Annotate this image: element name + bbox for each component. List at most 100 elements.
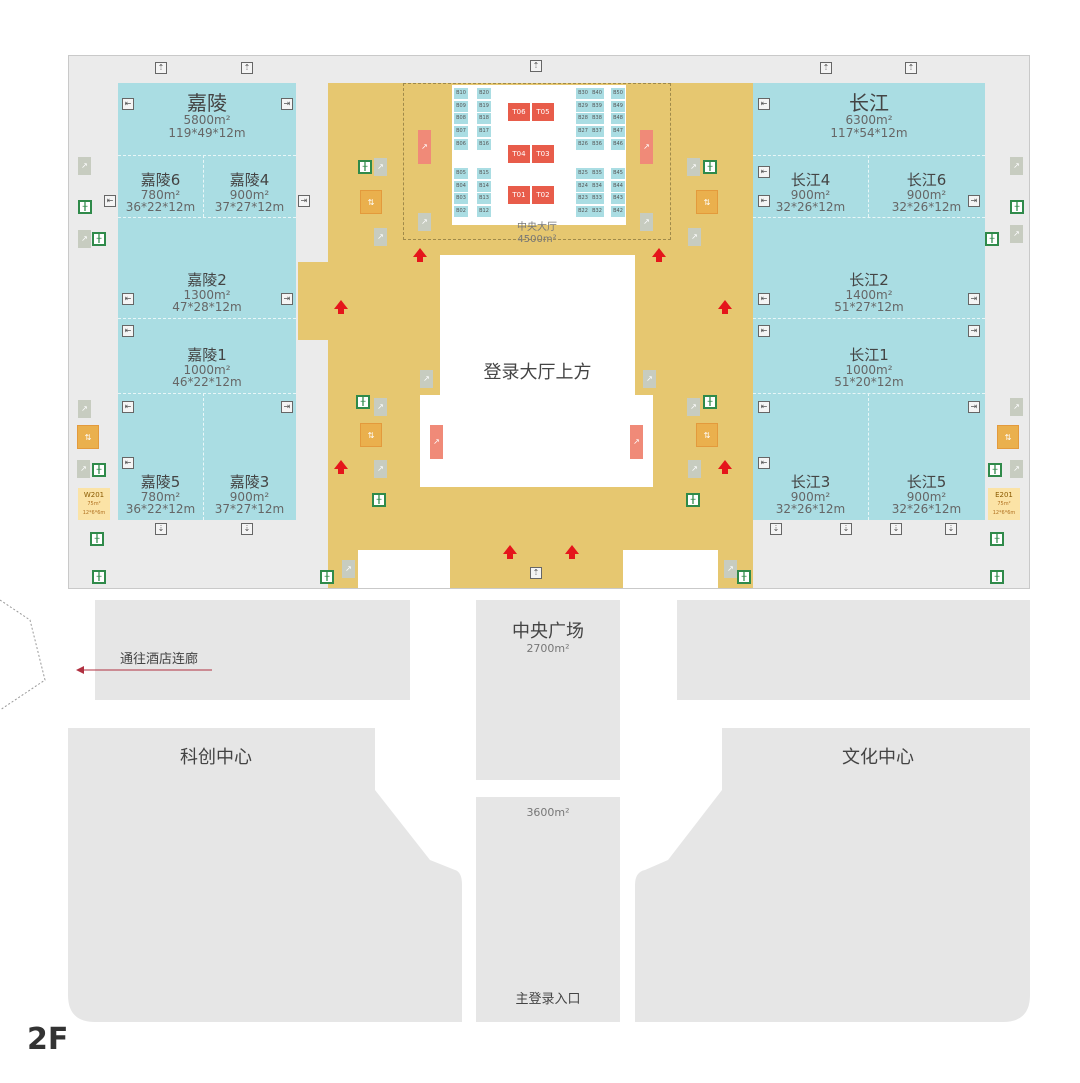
booth-b45[interactable]: B45 [611,168,625,179]
booth-b23[interactable]: B23 [576,193,590,205]
room-dims: 36*22*12m [125,502,196,517]
south-block [476,797,620,1022]
room-area: 1400m² [845,287,893,302]
divider [118,318,296,319]
booth-b14[interactable]: B14 [477,180,491,192]
booth-b03[interactable]: B03 [454,193,468,205]
table-t02[interactable]: T02 [532,186,554,204]
booth-b36[interactable]: B36 [590,138,604,150]
table-t03[interactable]: T03 [532,145,554,163]
table-t01[interactable]: T01 [508,186,530,204]
booth-b42[interactable]: B42 [611,206,625,218]
booth-b35[interactable]: B35 [590,168,604,179]
void-sw [358,550,450,588]
table-t04[interactable]: T04 [508,145,530,163]
booth-b33[interactable]: B33 [590,193,604,205]
table-t06[interactable]: T06 [508,103,530,121]
central-escalator-icon: ↗ [630,425,643,459]
booth-b30[interactable]: B30 [576,88,590,99]
hotel-link-block [95,600,410,700]
booth-b10[interactable]: B10 [454,88,468,99]
escalator-icon: ↗ [1010,398,1023,416]
booth-b16[interactable]: B16 [477,138,491,150]
booth-b20[interactable]: B20 [477,88,491,99]
booth-b43[interactable]: B43 [611,193,625,205]
booth-b22[interactable]: B22 [576,206,590,218]
booth-b48[interactable]: B48 [611,113,625,125]
room-name: 长江2 [849,271,889,289]
exit-door-icon: ⇤ [758,98,770,110]
exit-up-icon: ⇡ [530,60,542,72]
booth-b49[interactable]: B49 [611,100,625,112]
booth-b25[interactable]: B25 [576,168,590,179]
booth-b09[interactable]: B09 [454,100,468,112]
exit-door-icon: ⇤ [758,457,770,469]
booth-b34[interactable]: B34 [590,180,604,192]
booth-b27[interactable]: B27 [576,126,590,138]
booth-b05[interactable]: B05 [454,168,468,179]
booth-b13[interactable]: B13 [477,193,491,205]
room-name: 长江1 [849,346,889,364]
booth-b06[interactable]: B06 [454,138,468,150]
booth-b18[interactable]: B18 [477,113,491,125]
booth-b32[interactable]: B32 [590,206,604,218]
booth-b37[interactable]: B37 [590,126,604,138]
booth-b17[interactable]: B17 [477,126,491,138]
main-entrance-label[interactable]: 主登录入口 [515,992,581,1007]
booth-b40[interactable]: B40 [590,88,604,99]
stairs-icon: ╫ [737,570,751,584]
booth-b15[interactable]: B15 [477,168,491,179]
booth-b08[interactable]: B08 [454,113,468,125]
booth-b50[interactable]: B50 [611,88,625,99]
escalator-icon: ↗ [687,158,700,176]
room-name: 长江6 [906,171,947,189]
room-name: 嘉陵1 [187,346,227,364]
room-name: 嘉陵6 [140,171,181,189]
booth-b47[interactable]: B47 [611,126,625,138]
booth-b46[interactable]: B46 [611,138,625,150]
booth-b26[interactable]: B26 [576,138,590,150]
table-t05[interactable]: T05 [532,103,554,121]
booth-b02[interactable]: B02 [454,206,468,218]
booth-b44[interactable]: B44 [611,180,625,192]
booth-b29[interactable]: B29 [576,100,590,112]
booth-b19[interactable]: B19 [477,100,491,112]
room-dims: 117*54*12m [830,125,908,140]
booth-b07[interactable]: B07 [454,126,468,138]
escalator-icon: ↗ [688,228,701,246]
direction-arrow-icon [503,545,517,559]
room-dims: 12*6*6m [82,510,106,516]
exit-door-icon: ⇥ [281,401,293,413]
room-name: E201 [995,491,1013,499]
booth-b39[interactable]: B39 [590,100,604,112]
booth-b38[interactable]: B38 [590,113,604,125]
booth-b04[interactable]: B04 [454,180,468,192]
booth-b28[interactable]: B28 [576,113,590,125]
stairs-icon: ╫ [372,493,386,507]
room-dims: 119*49*12m [168,125,246,140]
direction-arrow-icon [718,300,732,314]
lobby-void [440,255,635,395]
central-hall[interactable] [403,83,671,240]
room-name: 嘉陵3 [229,473,270,491]
divider [868,155,869,217]
exit-down-icon: ⇣ [770,523,782,535]
booth-b12[interactable]: B12 [477,206,491,218]
booth-b24[interactable]: B24 [576,180,590,192]
